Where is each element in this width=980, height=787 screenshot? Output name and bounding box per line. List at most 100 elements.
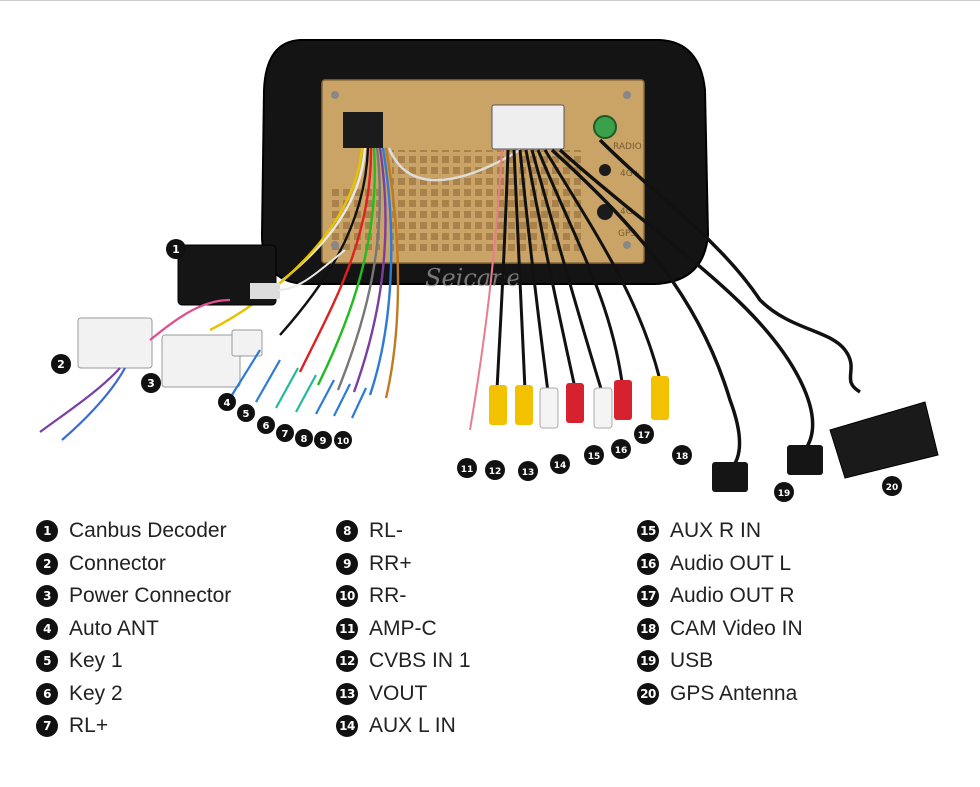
legend-label: RR+	[369, 551, 412, 575]
rca-plug-yellow	[489, 385, 507, 425]
callout-19: 19	[774, 482, 794, 502]
callout-9: 9	[314, 431, 332, 449]
callout-11: 11	[457, 458, 477, 478]
legend-badge: 11	[336, 617, 358, 640]
legend-label: Key 1	[69, 649, 123, 673]
canbus-decoder	[177, 244, 346, 306]
power-connector	[161, 329, 263, 388]
legend-label: AUX R IN	[670, 519, 762, 543]
legend-item: 6 Key 2	[36, 678, 231, 711]
svg-text:3: 3	[147, 377, 155, 390]
rca-plugs	[489, 376, 669, 429]
legend-badge: 2	[36, 552, 58, 575]
svg-text:7: 7	[282, 429, 289, 440]
legend-label: Audio OUT L	[670, 551, 792, 575]
legend-item: 11 AMP-C	[336, 613, 471, 646]
legend-badge: 5	[36, 650, 58, 673]
usb-cables	[550, 138, 861, 472]
top-divider	[0, 0, 980, 1]
svg-text:2: 2	[57, 358, 65, 371]
callout-16: 16	[611, 439, 631, 459]
legend-label: Key 2	[69, 681, 123, 705]
legend-label: CAM Video IN	[670, 616, 803, 640]
svg-text:18: 18	[676, 452, 689, 462]
svg-text:1: 1	[172, 243, 180, 256]
callout-10: 10	[334, 431, 352, 449]
legend-badge: 20	[637, 682, 659, 705]
rca-plug-red	[614, 380, 632, 420]
legend-badge: 18	[637, 617, 659, 640]
rca-plug-yellow	[515, 385, 533, 425]
svg-text:9: 9	[320, 436, 327, 447]
fourg-socket	[599, 164, 611, 176]
legend-label: Power Connector	[69, 584, 232, 608]
rca-plug-yellow	[651, 376, 669, 420]
power-socket	[343, 112, 383, 148]
fourg-label: 4G+	[620, 169, 640, 179]
callout-7: 7	[276, 424, 294, 442]
svg-text:14: 14	[554, 461, 567, 471]
callout-1: 1	[166, 239, 186, 259]
callout-17: 17	[634, 424, 654, 444]
svg-text:11: 11	[461, 465, 474, 475]
legend-badge: 13	[336, 682, 358, 705]
callout-2: 2	[51, 354, 71, 374]
radio-socket	[593, 115, 617, 139]
radio-label: RADIO	[613, 142, 642, 152]
head-unit: RADIO 4G+ 4G GPS	[260, 39, 710, 285]
legend-label: RL-	[369, 519, 403, 543]
usb-plug	[712, 462, 748, 492]
legend-badge: 16	[637, 552, 659, 575]
callout-3: 3	[141, 373, 161, 393]
rca-cables	[469, 149, 662, 431]
svg-text:20: 20	[886, 483, 899, 493]
legend-badge: 1	[36, 520, 58, 543]
legend-label: USB	[670, 649, 714, 673]
callout-12: 12	[485, 460, 505, 480]
legend-badge: 6	[36, 682, 58, 705]
screw	[623, 241, 631, 249]
legend-label: GPS Antenna	[670, 681, 798, 705]
svg-text:6: 6	[263, 421, 270, 432]
legend-label: Audio OUT R	[670, 584, 795, 608]
legend-badge: 14	[336, 715, 358, 738]
wiring-diagram: RADIO 4G+ 4G GPS Seicane	[39, 39, 939, 502]
main-connector	[491, 104, 565, 150]
legend-label: RR-	[369, 584, 407, 608]
svg-text:10: 10	[337, 437, 350, 447]
svg-text:8: 8	[301, 434, 308, 445]
svg-text:19: 19	[778, 489, 791, 499]
legend-label: AMP-C	[369, 616, 437, 640]
callout-6: 6	[257, 416, 275, 434]
svg-text:12: 12	[489, 467, 502, 477]
legend-item: 13 VOUT	[336, 678, 471, 711]
legend-item: 5 Key 1	[36, 645, 231, 678]
screw	[331, 241, 339, 249]
gps-socket	[597, 204, 613, 220]
screw	[623, 91, 631, 99]
legend-item: 12 CVBS IN 1	[336, 645, 471, 678]
legend-label: CVBS IN 1	[369, 649, 471, 673]
legend-label: Auto ANT	[69, 616, 159, 640]
legend-badge: 7	[36, 715, 58, 738]
gps-antenna	[829, 401, 939, 479]
legend-label: VOUT	[369, 681, 428, 705]
svg-text:13: 13	[522, 468, 535, 478]
legend-badge: 12	[336, 650, 358, 673]
callout-5: 5	[237, 404, 255, 422]
rca-plug-white	[593, 387, 613, 429]
legend-item: 16 Audio OUT L	[637, 548, 803, 581]
fourg-label-2: 4G	[620, 207, 633, 217]
svg-text:16: 16	[615, 446, 628, 456]
